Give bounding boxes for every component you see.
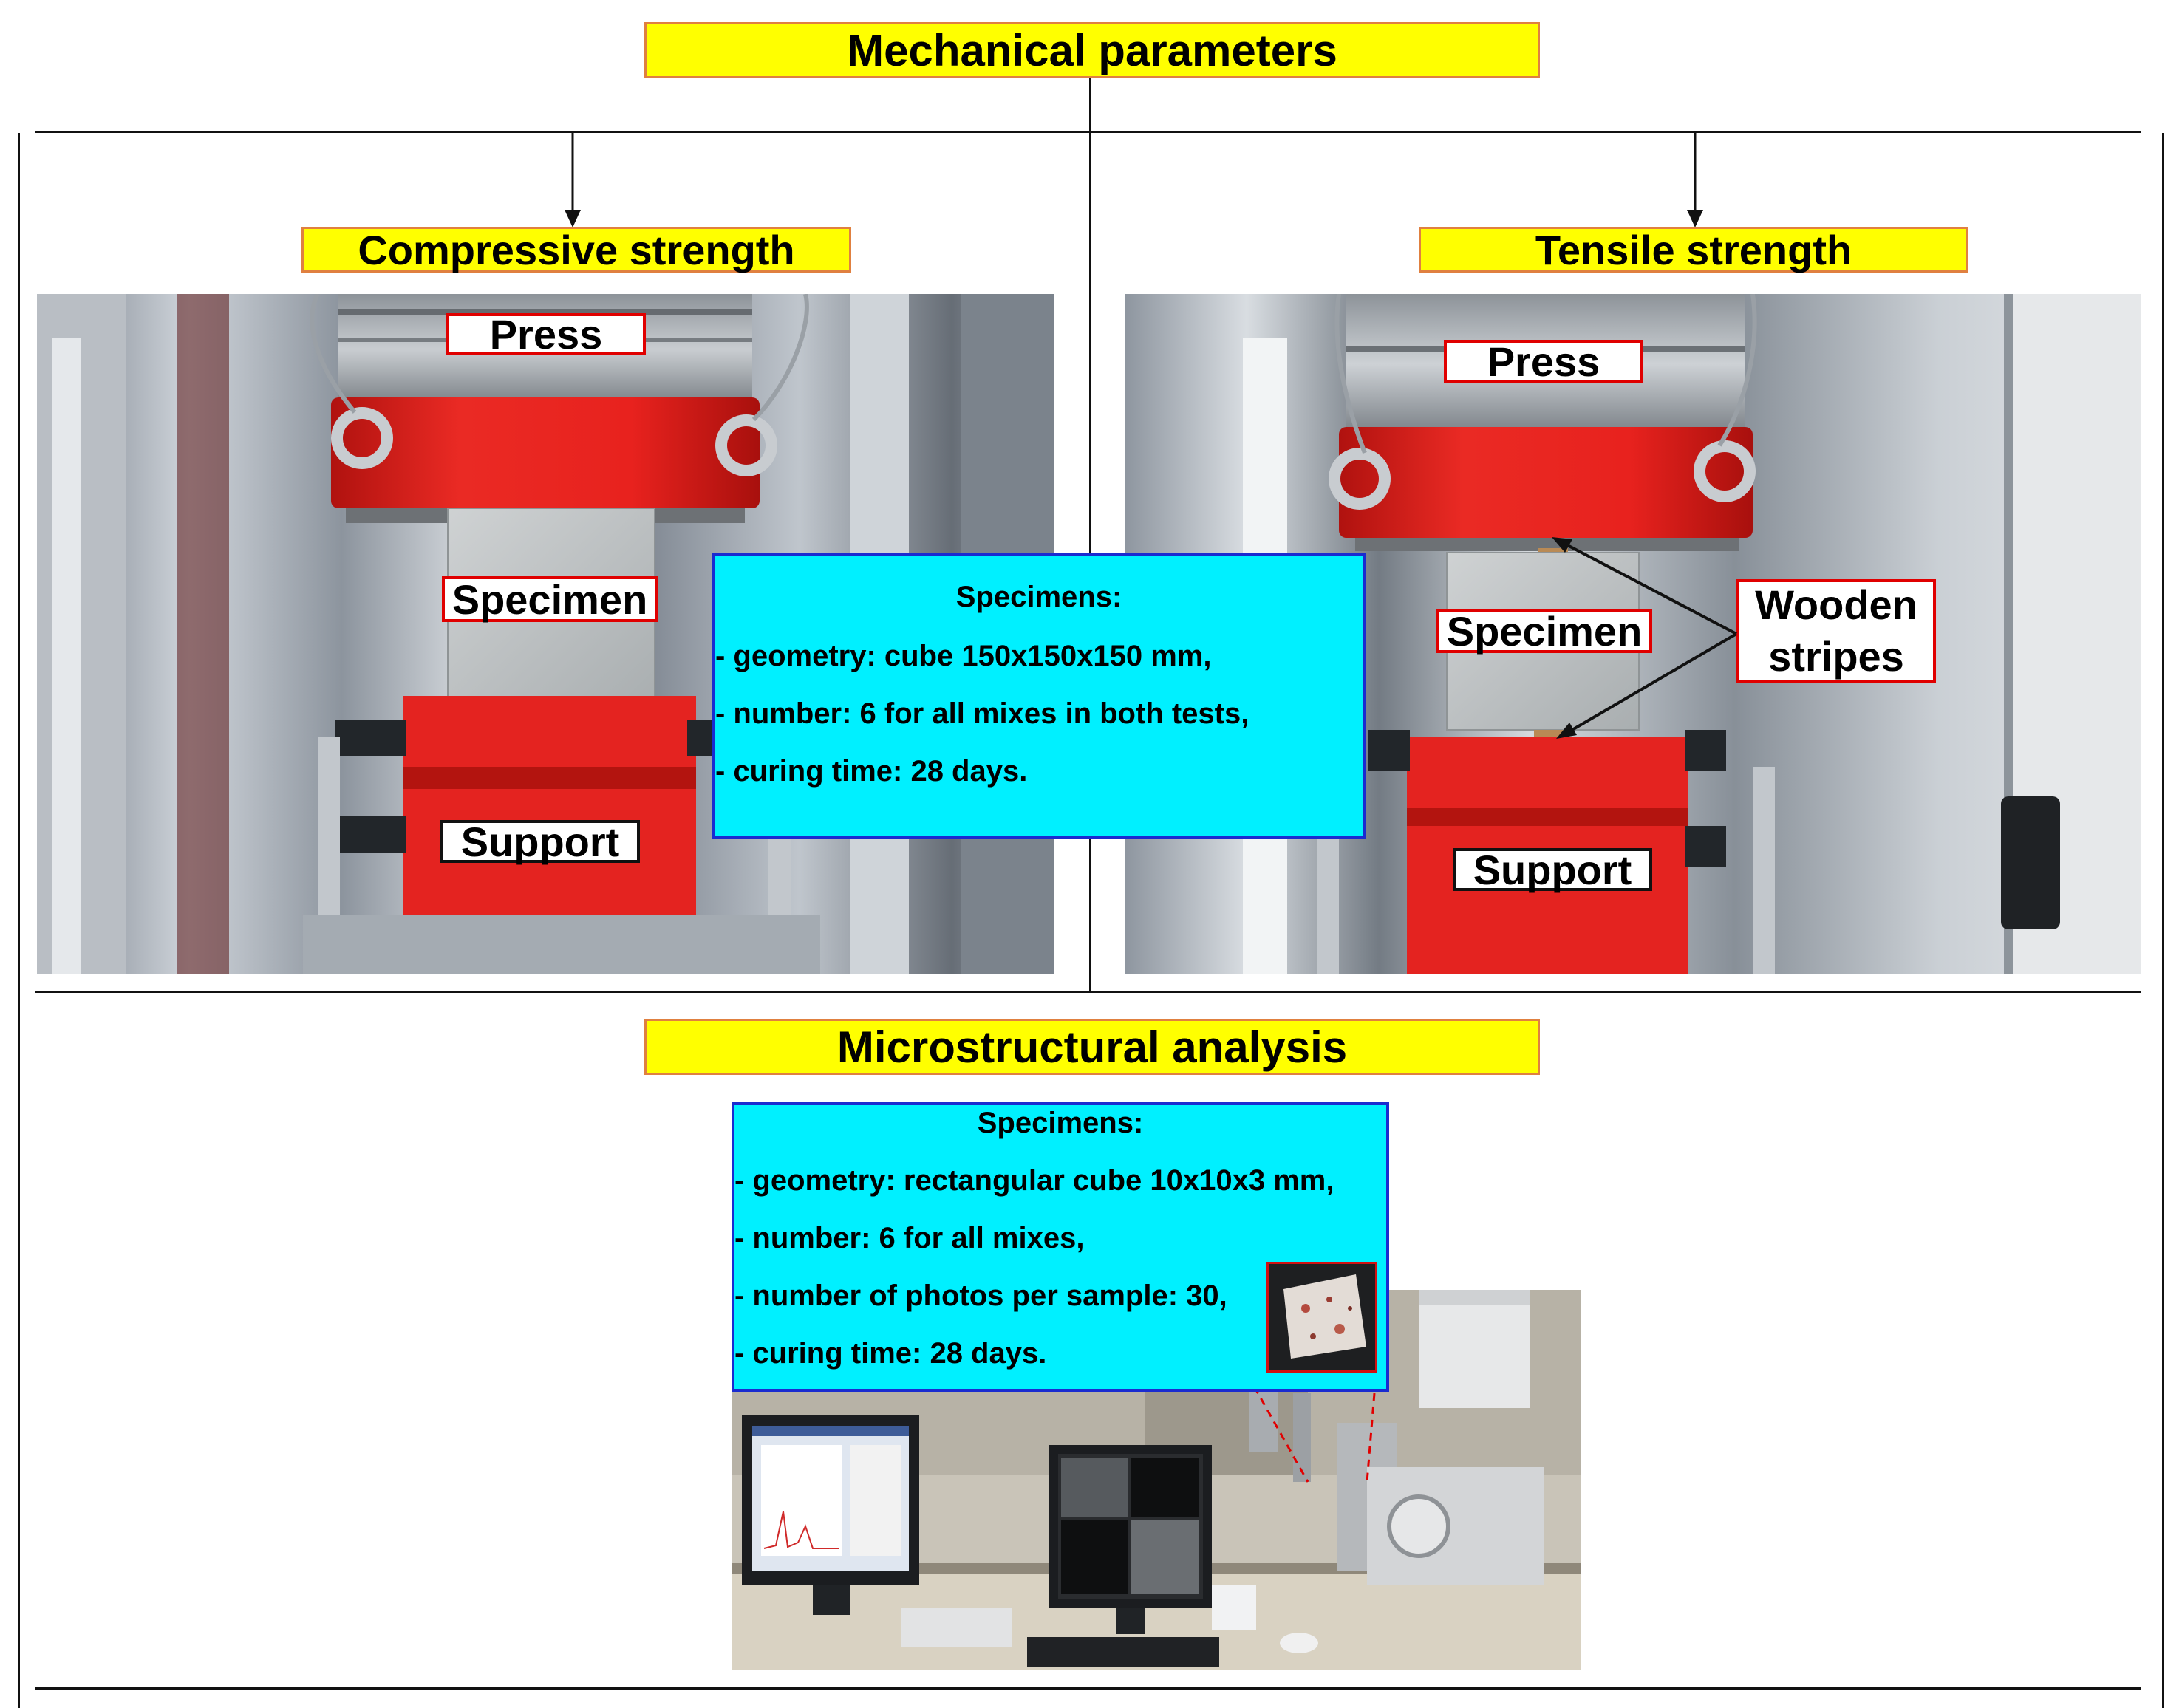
press-label-tensile: Press — [1444, 338, 1643, 385]
mechanical-parameters-heading: Mechanical parameters — [644, 22, 1540, 78]
microstructural-specimens-number: - number: 6 for all mixes, — [734, 1222, 1085, 1254]
middle-horizontal-divider — [35, 991, 2141, 993]
sample-inset-photo — [1266, 1262, 1377, 1373]
support-label-tensile: Support — [1453, 847, 1652, 893]
mechanical-specimens-geometry: - geometry: cube 150x150x150 mm, — [715, 640, 1212, 672]
title-connector-line — [1089, 78, 1091, 991]
microstructural-specimens-photos: - number of photos per sample: 30, — [734, 1280, 1227, 1312]
compressive-strength-heading: Compressive strength — [301, 227, 851, 273]
arrow-to-compressive — [565, 131, 581, 228]
microstructural-specimens-heading: Specimens: — [977, 1107, 1144, 1139]
bottom-horizontal-divider — [35, 1687, 2141, 1690]
wooden-stripes-line1: Wooden — [1755, 581, 1917, 628]
right-frame-line — [2162, 133, 2164, 1708]
top-horizontal-divider — [35, 131, 2141, 133]
press-label-compressive: Press — [446, 311, 646, 358]
left-frame-line — [18, 133, 20, 1708]
specimen-label-tensile: Specimen — [1436, 608, 1652, 655]
microstructural-specimens-geometry: - geometry: rectangular cube 10x10x3 mm, — [734, 1164, 1334, 1197]
mechanical-specimens-box: Specimens: - geometry: cube 150x150x150 … — [712, 553, 1366, 839]
specimen-label-compressive: Specimen — [442, 576, 658, 623]
wooden-stripes-label: Wooden stripes — [1736, 579, 1936, 683]
arrow-to-tensile — [1687, 131, 1703, 228]
support-label-compressive: Support — [440, 819, 640, 865]
mechanical-specimens-curing: - curing time: 28 days. — [715, 755, 1028, 788]
wooden-stripes-line2: stripes — [1768, 633, 1904, 680]
tensile-strength-heading: Tensile strength — [1419, 227, 1968, 273]
microstructural-specimens-curing: - curing time: 28 days. — [734, 1337, 1047, 1370]
mechanical-specimens-heading: Specimens: — [955, 581, 1122, 613]
mechanical-specimens-number: - number: 6 for all mixes in both tests, — [715, 697, 1249, 730]
microstructural-analysis-heading: Microstructural analysis — [644, 1019, 1540, 1075]
